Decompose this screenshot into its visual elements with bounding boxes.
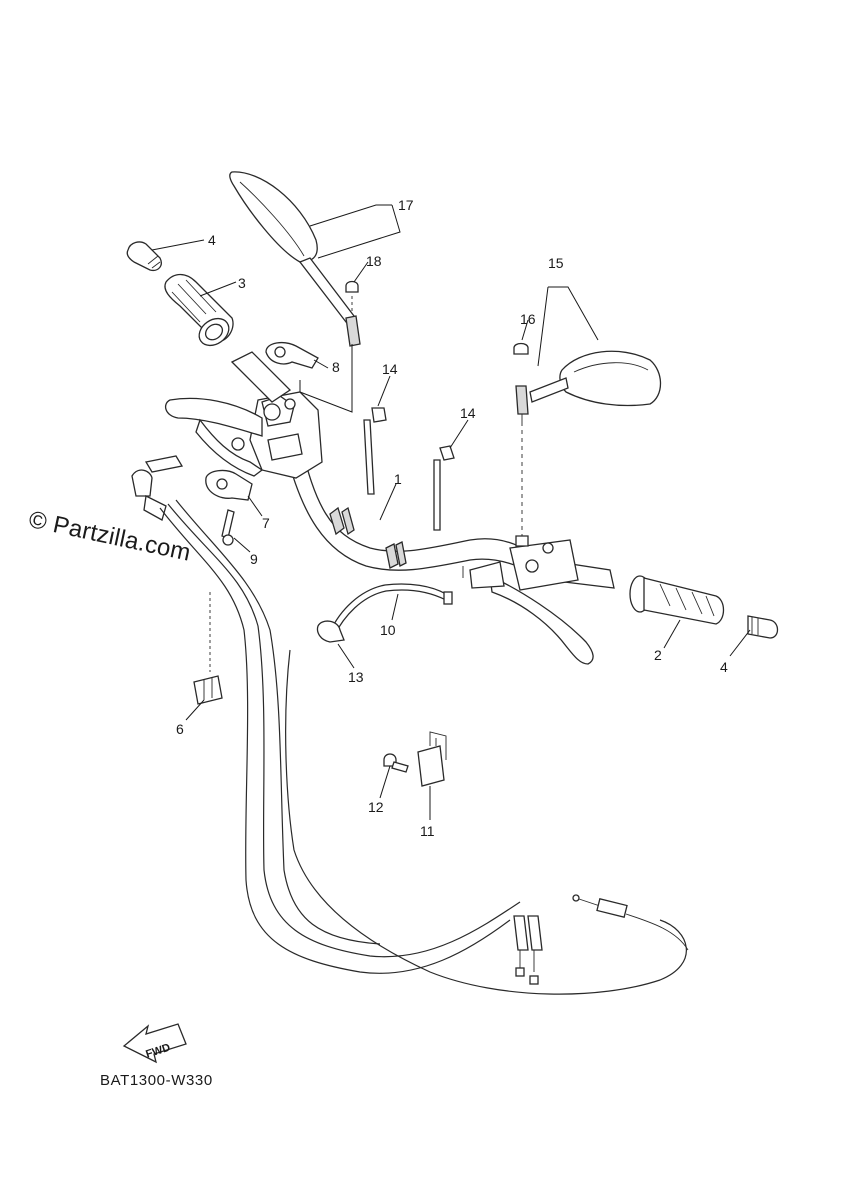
holder-7 [205, 469, 253, 501]
right-switch-housing [509, 535, 579, 591]
lever-bracket-8 [265, 341, 319, 369]
cable-adjuster-right [572, 894, 689, 951]
switch-11 [417, 731, 447, 787]
left-mirror [229, 171, 361, 356]
bar-end-weight-right [747, 615, 779, 639]
cable-ends-lower [513, 915, 543, 985]
callout-7: 7 [262, 515, 270, 531]
brake-lever [469, 561, 594, 665]
screw-12 [383, 753, 409, 773]
callout-14-right: 14 [460, 405, 476, 421]
callout-17: 17 [398, 197, 414, 213]
callout-18: 18 [366, 253, 382, 269]
throttle-cables [131, 455, 687, 995]
callout-4-right: 4 [720, 659, 728, 675]
bolt-9 [221, 509, 235, 546]
cable-tie-right [433, 445, 455, 531]
cap-18 [345, 280, 359, 312]
cap-16 [513, 342, 529, 355]
clamp-13 [316, 620, 345, 643]
callout-4-left: 4 [208, 232, 216, 248]
right-grip [629, 575, 725, 625]
diagram-code: BAT1300-W330 [100, 1072, 213, 1089]
callout-14-left: 14 [382, 361, 398, 377]
callout-13: 13 [348, 669, 364, 685]
callout-2: 2 [654, 647, 662, 663]
callout-labels: 17 18 4 3 15 16 8 14 14 1 7 9 10 2 4 13 … [176, 197, 728, 839]
callout-12: 12 [368, 799, 384, 815]
bar-end-weight-left [126, 241, 162, 272]
clutch-lever [164, 397, 264, 477]
forward-arrow: FWD [122, 1023, 187, 1064]
right-mirror [515, 350, 662, 536]
callout-1: 1 [394, 471, 402, 487]
cable-10 [329, 583, 453, 637]
callout-3: 3 [238, 275, 246, 291]
callout-11: 11 [420, 823, 435, 839]
callout-10: 10 [380, 622, 396, 638]
left-grip [164, 273, 234, 347]
handlebar [285, 438, 615, 589]
cable-tie-left [363, 407, 387, 495]
callout-8: 8 [332, 359, 340, 375]
callout-16: 16 [520, 311, 536, 327]
callout-6: 6 [176, 721, 184, 737]
left-switch-housing [249, 391, 323, 479]
leader-lines [151, 204, 751, 820]
clip-6 [193, 592, 223, 705]
left-grip-area [230, 351, 292, 403]
callout-15: 15 [548, 255, 564, 271]
callout-9: 9 [250, 551, 258, 567]
